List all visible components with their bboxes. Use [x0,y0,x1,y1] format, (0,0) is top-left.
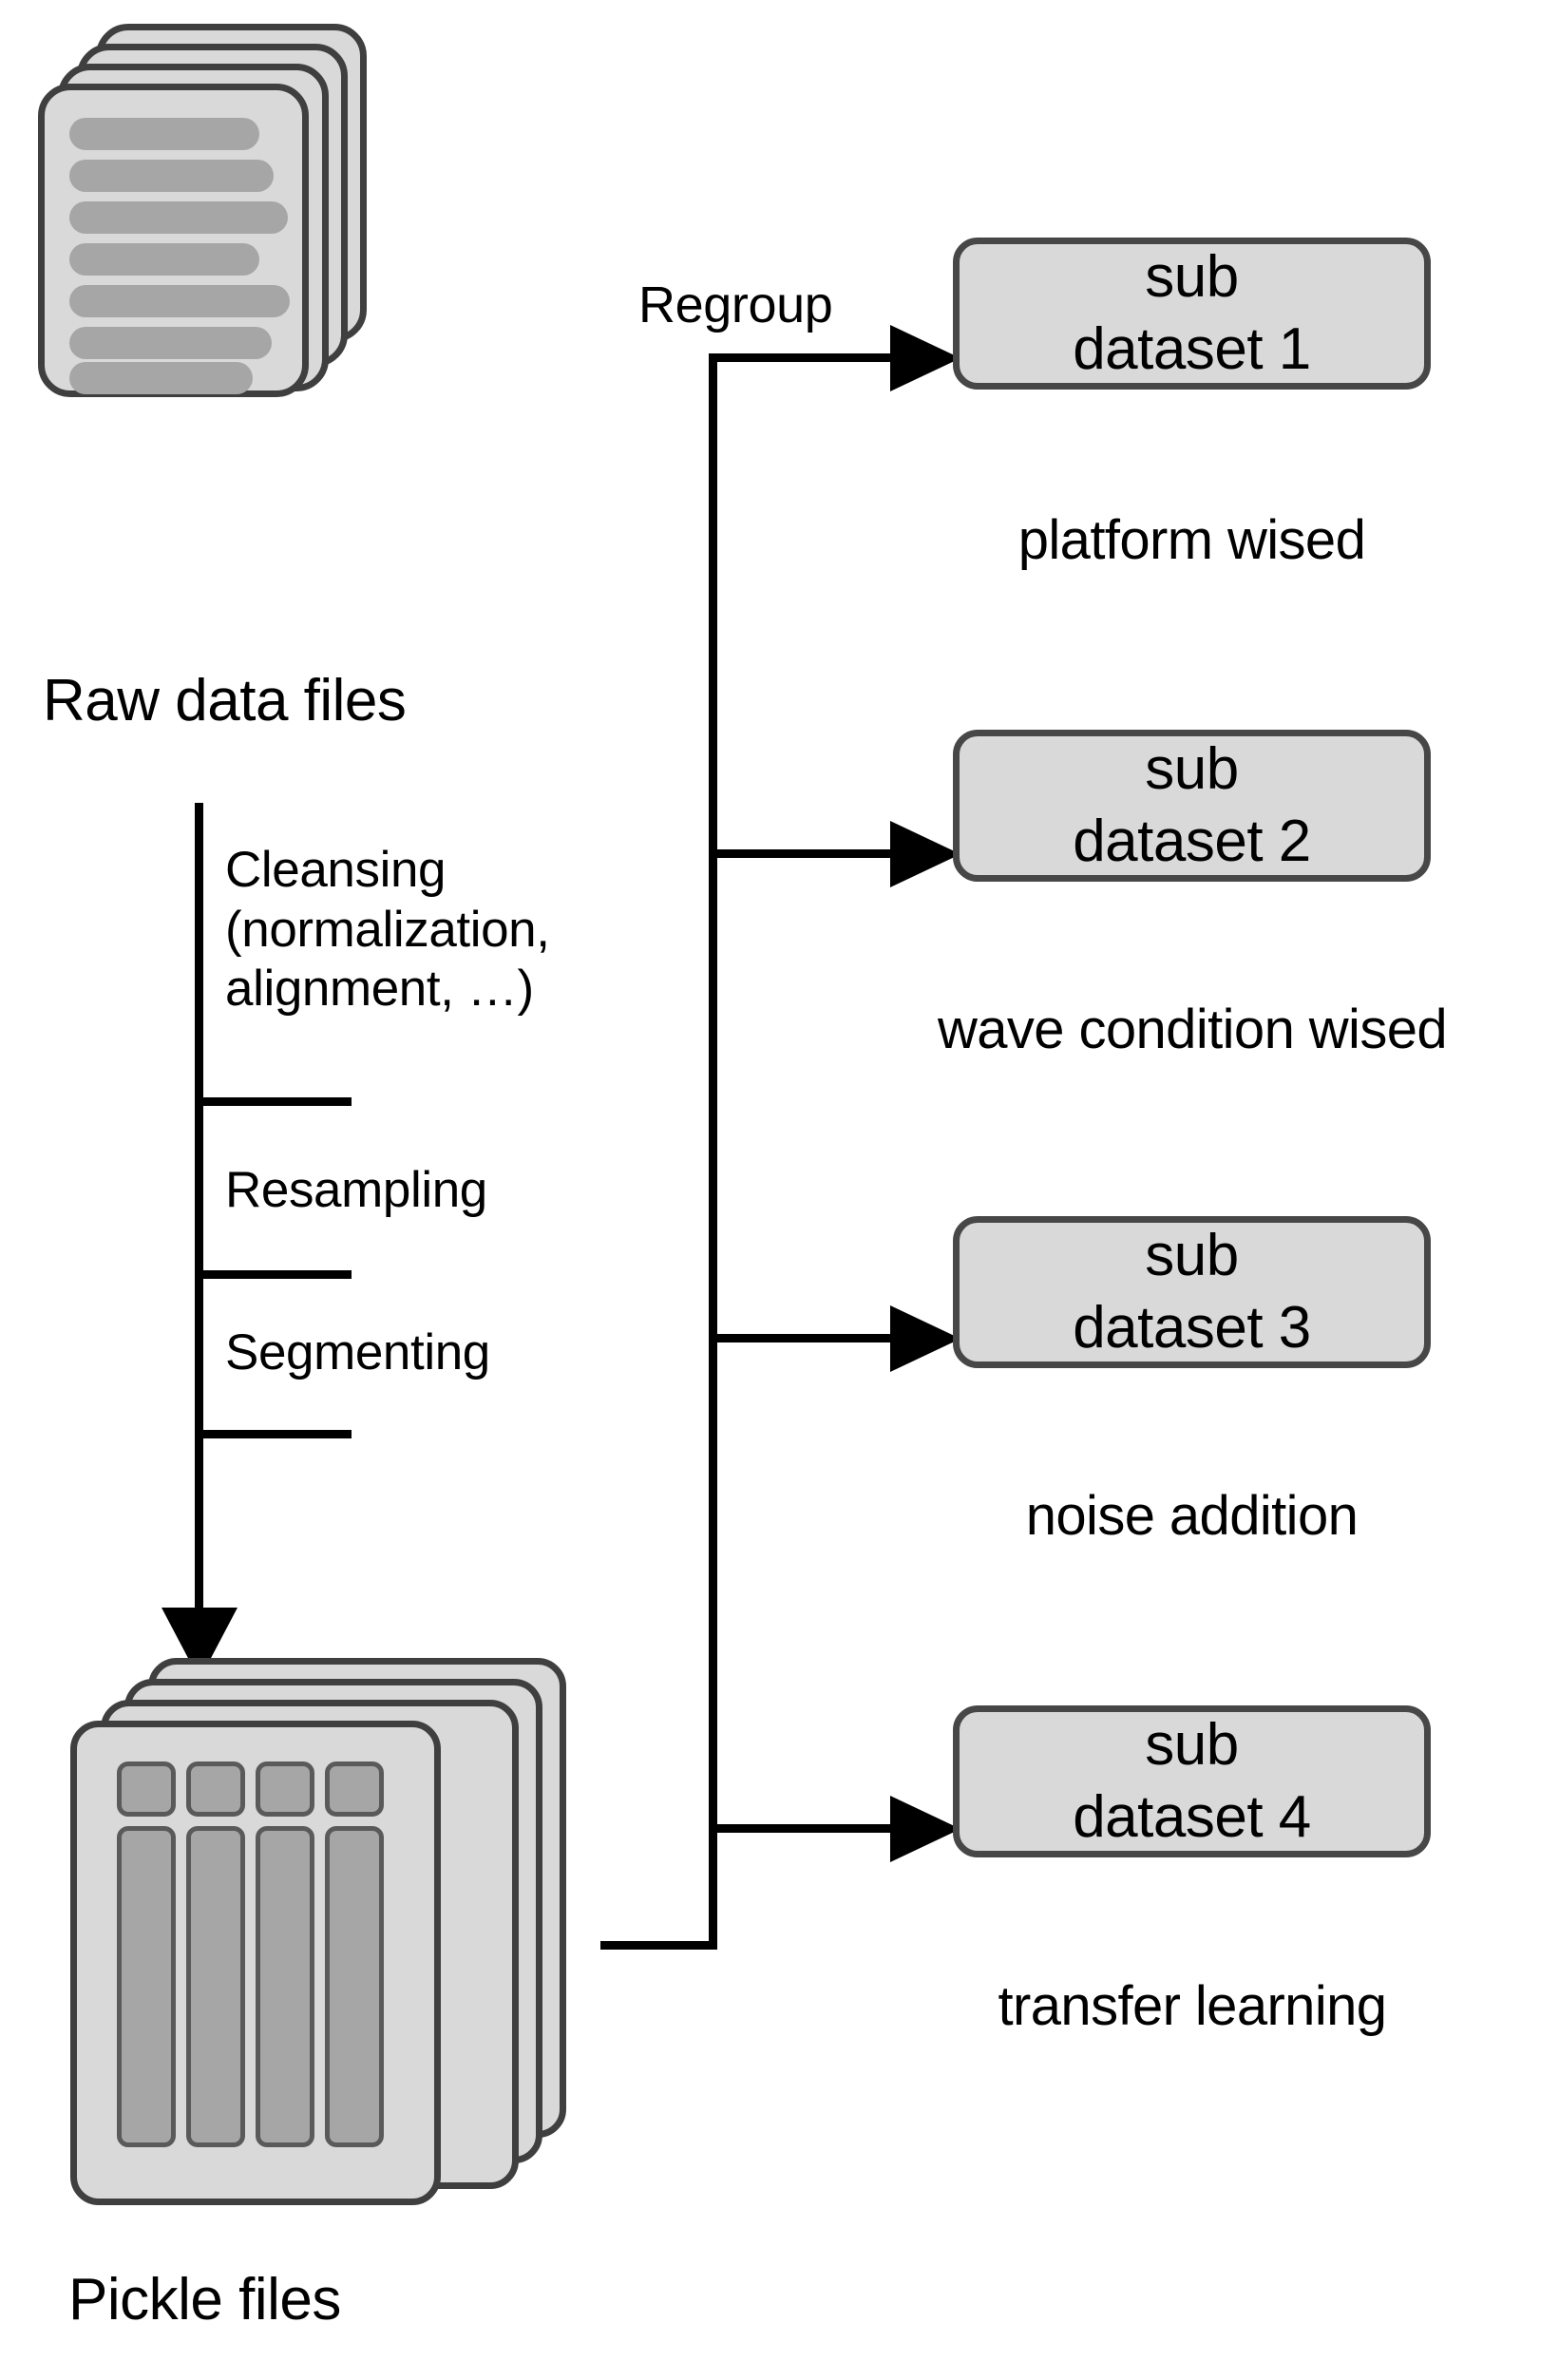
pickle-data-column [256,1826,314,2147]
pipeline-arrow-shaft [195,803,203,1615]
sub-dataset-2-line-2: dataset 2 [1073,809,1311,874]
pipeline-step-cleansing-line-3: alignment, …) [225,961,534,1018]
sub-dataset-2-caption: wave condition wised [937,999,1448,1060]
pipeline-step-divider [195,1270,352,1279]
sub-dataset-1-box[interactable]: sub dataset 1 [953,238,1431,390]
pickle-header-cell [325,1761,384,1817]
regroup-branch-line-3 [709,1334,894,1342]
sub-dataset-1-caption: platform wised [1017,509,1366,571]
regroup-bottom-stub [600,1941,717,1950]
raw-data-files-node [38,24,371,651]
pickle-header-cell [256,1761,314,1817]
sub-dataset-2-line-1: sub [1145,736,1239,803]
sub-dataset-4-caption: transfer learning [998,1975,1388,2037]
pickle-files-node [46,1658,616,2218]
document-text-line [69,285,290,317]
sub-dataset-4-box[interactable]: sub dataset 4 [953,1705,1431,1857]
regroup-trunk-line [709,353,717,1950]
pickle-data-column [325,1826,384,2147]
regroup-label: Regroup [638,276,833,333]
sub-dataset-4-text: sub dataset 4 [1073,1709,1311,1853]
document-text-line [69,118,259,150]
regroup-branch-arrow-3 [890,1305,960,1372]
regroup-branch-arrow-4 [890,1796,960,1862]
pipeline-step-segmenting: Segmenting [225,1324,490,1380]
regroup-branch-line-2 [709,849,894,858]
pickle-files-label: Pickle files [68,2267,341,2332]
pickle-header-cell [117,1761,176,1817]
pipeline-step-resampling: Resampling [225,1162,487,1218]
document-text-line [69,327,272,359]
regroup-branch-arrow-2 [890,821,960,887]
pickle-header-cell [186,1761,245,1817]
sub-dataset-3-line-2: dataset 3 [1073,1295,1311,1361]
sub-dataset-3-text: sub dataset 3 [1073,1220,1311,1363]
sub-dataset-1-text: sub dataset 1 [1073,241,1311,385]
sub-dataset-4-line-1: sub [1145,1712,1239,1779]
pipeline-step-divider [195,1097,352,1106]
document-sheet-front [38,84,309,397]
regroup-branch-line-1 [709,353,894,362]
raw-data-files-label: Raw data files [43,668,407,733]
sub-dataset-1-line-2: dataset 1 [1073,316,1311,382]
document-text-line [69,201,288,234]
regroup-branch-line-4 [709,1824,894,1833]
sub-dataset-1-line-1: sub [1145,244,1239,311]
sub-dataset-3-caption: noise addition [1025,1485,1359,1547]
sub-dataset-3-line-1: sub [1145,1223,1239,1289]
regroup-branch-arrow-1 [890,325,960,391]
pipeline-step-cleansing: Cleansing (normalization, alignment, …) [225,841,605,1019]
pipeline-step-cleansing-line-1: Cleansing [225,842,447,898]
document-text-line [69,243,259,276]
pipeline-arrow-head [162,1608,238,1680]
pickle-sheet-front [70,1721,441,2205]
sub-dataset-2-box[interactable]: sub dataset 2 [953,730,1431,882]
document-text-line [69,160,274,192]
document-text-line [69,362,253,394]
sub-dataset-3-box[interactable]: sub dataset 3 [953,1216,1431,1368]
pickle-data-column [186,1826,245,2147]
sub-dataset-4-line-2: dataset 4 [1073,1784,1311,1850]
pipeline-step-divider [195,1430,352,1438]
pickle-data-column [117,1826,176,2147]
pipeline-step-cleansing-line-2: (normalization, [225,901,550,958]
sub-dataset-2-text: sub dataset 2 [1073,733,1311,877]
